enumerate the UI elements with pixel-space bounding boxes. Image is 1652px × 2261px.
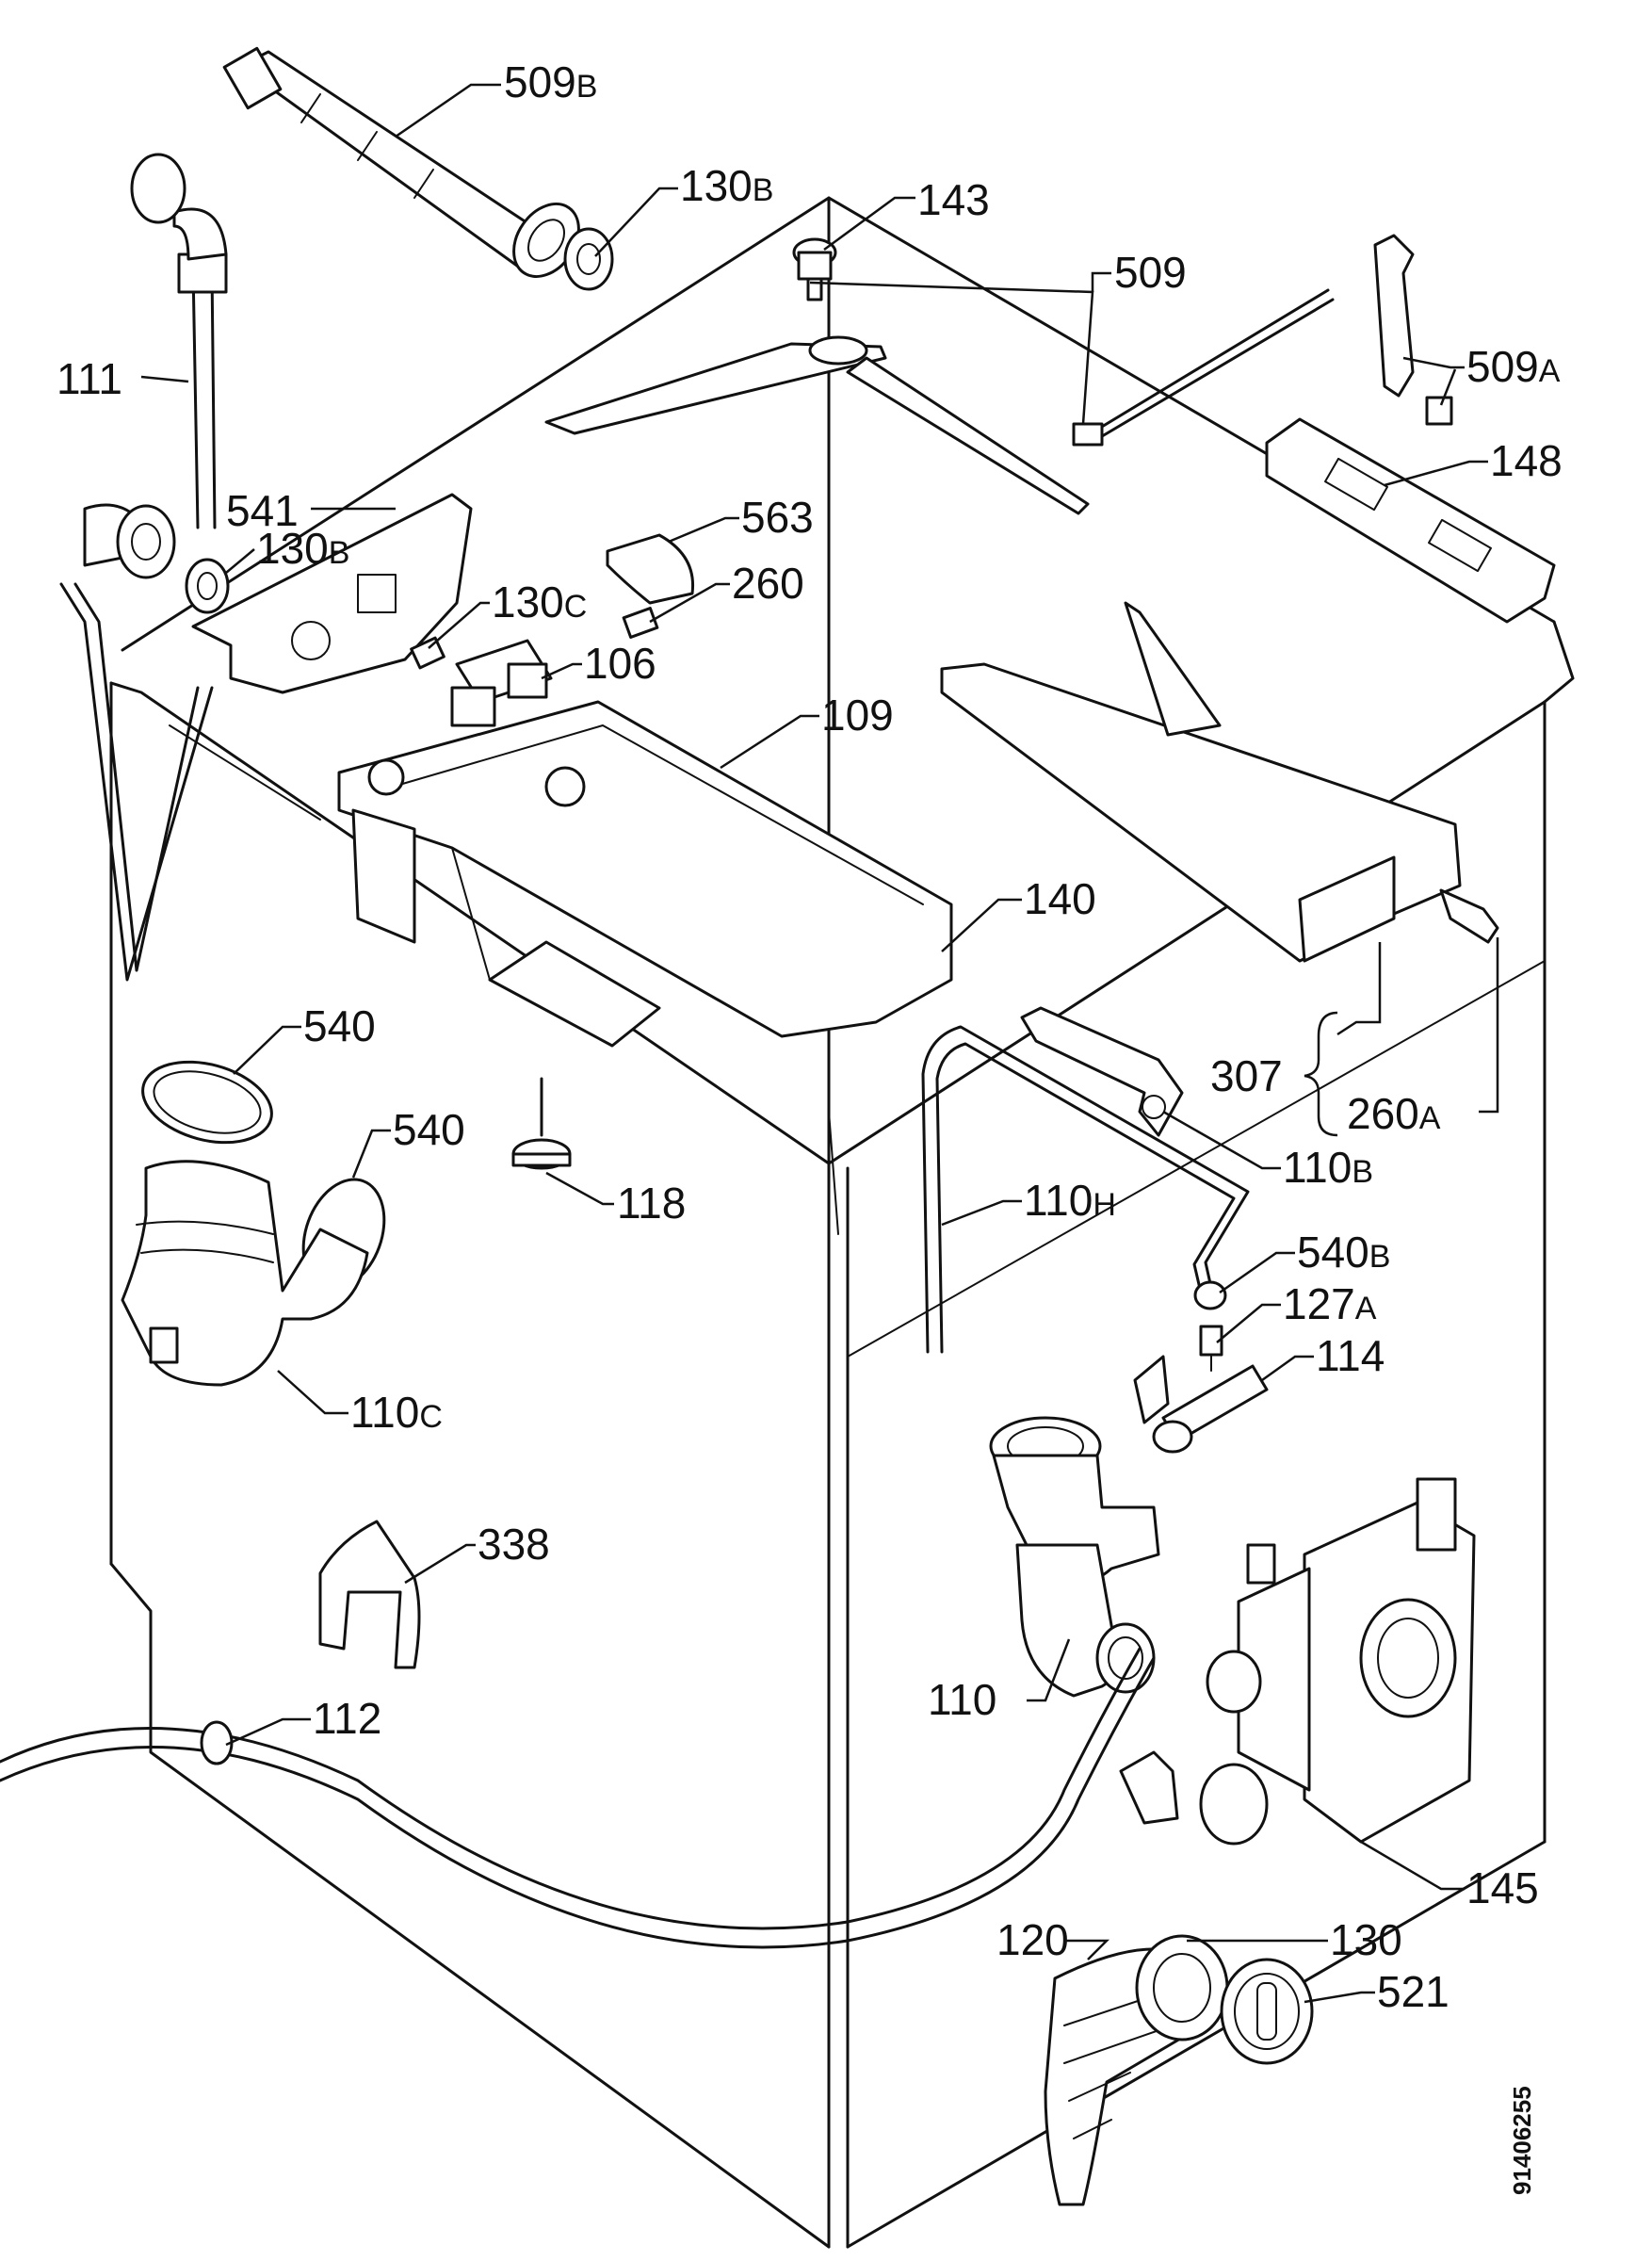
cabinet-outline	[109, 196, 1575, 2249]
label-338: 338	[478, 1520, 550, 1569]
document-code: 91406255	[1508, 2086, 1536, 2195]
label-109: 109	[821, 691, 894, 740]
label-120: 120	[996, 1915, 1069, 1964]
label-110: 110	[928, 1675, 996, 1724]
part-148-bracket	[1265, 417, 1556, 624]
label-260a: 260A	[1347, 1089, 1441, 1138]
label-130c: 130C	[492, 577, 587, 626]
label-541: 541	[226, 486, 299, 535]
label-127a: 127A	[1283, 1279, 1377, 1328]
part-110b-hose	[1020, 1006, 1184, 1137]
part-521-cap	[1220, 1958, 1314, 2065]
label-112: 112	[313, 1694, 381, 1743]
part-118-gear	[511, 1077, 572, 1170]
label-114: 114	[1316, 1331, 1385, 1380]
part-260a-clip	[1439, 888, 1499, 944]
part-540-top-clamp	[141, 1060, 273, 1145]
part-338-clip	[318, 1520, 421, 1669]
label-111: 111	[57, 354, 122, 403]
label-118: 118	[617, 1179, 686, 1228]
label-509: 509	[1114, 248, 1187, 297]
part-labels: 509B 130B 143 509 509A 111 148 541 130B …	[57, 57, 1563, 2016]
label-110h: 110H	[1024, 1176, 1116, 1225]
part-540b-clamp	[1193, 1280, 1227, 1310]
part-110h-hose	[921, 1025, 1250, 1354]
part-130b-mid-nut	[185, 558, 230, 614]
label-148: 148	[1490, 436, 1563, 485]
brace-307	[1304, 1011, 1338, 1137]
label-130b-top: 130B	[680, 161, 773, 210]
label-140: 140	[1024, 874, 1096, 923]
part-hose-loop	[59, 503, 214, 982]
label-563: 563	[741, 493, 814, 542]
part-130-gasket	[1135, 1934, 1229, 2041]
label-143: 143	[917, 175, 990, 224]
label-540-top: 540	[303, 1001, 376, 1050]
part-114-housing	[1133, 1355, 1269, 1454]
part-110-pump-hose	[989, 1416, 1160, 1698]
label-106: 106	[584, 639, 656, 688]
part-509-lever	[544, 288, 1335, 515]
label-130: 130	[1330, 1915, 1402, 1964]
label-509a: 509A	[1466, 342, 1561, 391]
part-130c-spring	[410, 607, 659, 670]
label-145: 145	[1466, 1863, 1539, 1912]
label-260: 260	[732, 559, 804, 608]
label-540-mid: 540	[393, 1105, 465, 1154]
part-110c-sump-hose	[121, 1160, 369, 1387]
part-143-knob	[792, 237, 837, 301]
part-541-panel	[191, 493, 473, 694]
part-106-valve	[450, 639, 553, 727]
part-109-dispenser-housing	[337, 700, 953, 1048]
part-307-detergent-drawer	[940, 601, 1462, 963]
part-509b-inlet-pipe	[222, 46, 580, 278]
part-111-inlet-hose	[130, 153, 228, 529]
part-130b-top-nut	[563, 227, 614, 291]
label-307: 307	[1210, 1051, 1283, 1100]
leader-lines	[140, 83, 1499, 2004]
label-110b: 110B	[1283, 1143, 1373, 1192]
part-112-drain-hose	[0, 1647, 1179, 1949]
label-130b-mid: 130B	[256, 524, 349, 573]
part-563-cam	[606, 533, 695, 605]
part-127a-nozzle	[1199, 1325, 1223, 1372]
label-110c: 110C	[350, 1388, 443, 1437]
part-145-pump	[1199, 1477, 1476, 1846]
label-540b: 540B	[1297, 1228, 1390, 1277]
part-509a-small-lever	[1373, 234, 1453, 426]
label-521: 521	[1377, 1967, 1450, 2016]
label-509b: 509B	[504, 57, 597, 106]
